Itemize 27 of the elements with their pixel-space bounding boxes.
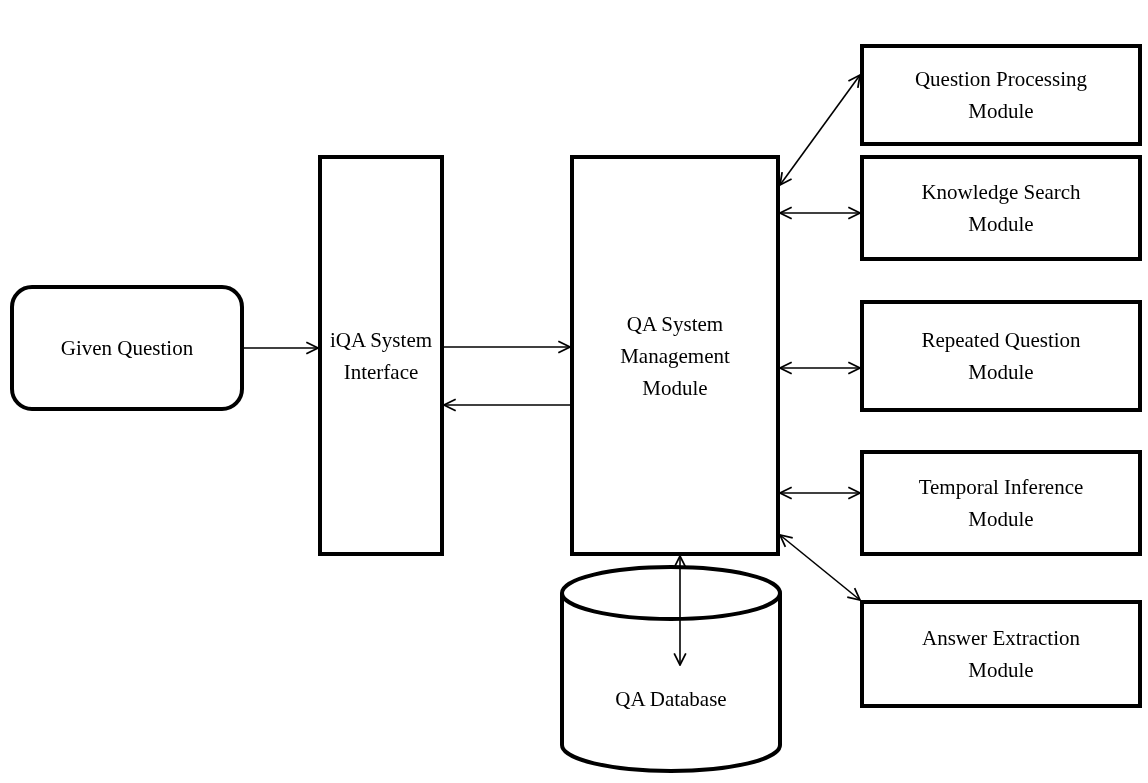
arrow bbox=[779, 486, 861, 500]
module-box bbox=[318, 155, 444, 556]
module-box bbox=[860, 450, 1142, 556]
module-box bbox=[860, 300, 1142, 412]
module-box bbox=[860, 155, 1142, 261]
module-box bbox=[570, 155, 780, 556]
arrow bbox=[443, 398, 571, 412]
node-label: Question Processing Module bbox=[913, 66, 1089, 125]
arrow bbox=[673, 555, 687, 666]
module-box bbox=[860, 44, 1142, 146]
arrow bbox=[243, 341, 319, 355]
database-cylinder bbox=[560, 565, 782, 773]
node-label: iQA System Interface bbox=[328, 326, 434, 386]
start-box bbox=[10, 285, 244, 411]
node-label: QA Database bbox=[615, 686, 727, 713]
node-label: QA System Management Module bbox=[619, 310, 731, 402]
arrow bbox=[779, 361, 861, 375]
node-label: Answer Extraction Module bbox=[920, 625, 1081, 684]
node-label: Given Question bbox=[60, 335, 194, 362]
node-label: Temporal Inference Module bbox=[917, 474, 1085, 533]
arrow bbox=[779, 206, 861, 220]
node-label: Repeated Question Module bbox=[920, 327, 1082, 386]
node-label: Knowledge Search Module bbox=[920, 179, 1082, 238]
arrow bbox=[779, 74, 861, 186]
arrow bbox=[443, 340, 571, 354]
module-box bbox=[860, 600, 1142, 708]
arrow bbox=[779, 534, 861, 601]
